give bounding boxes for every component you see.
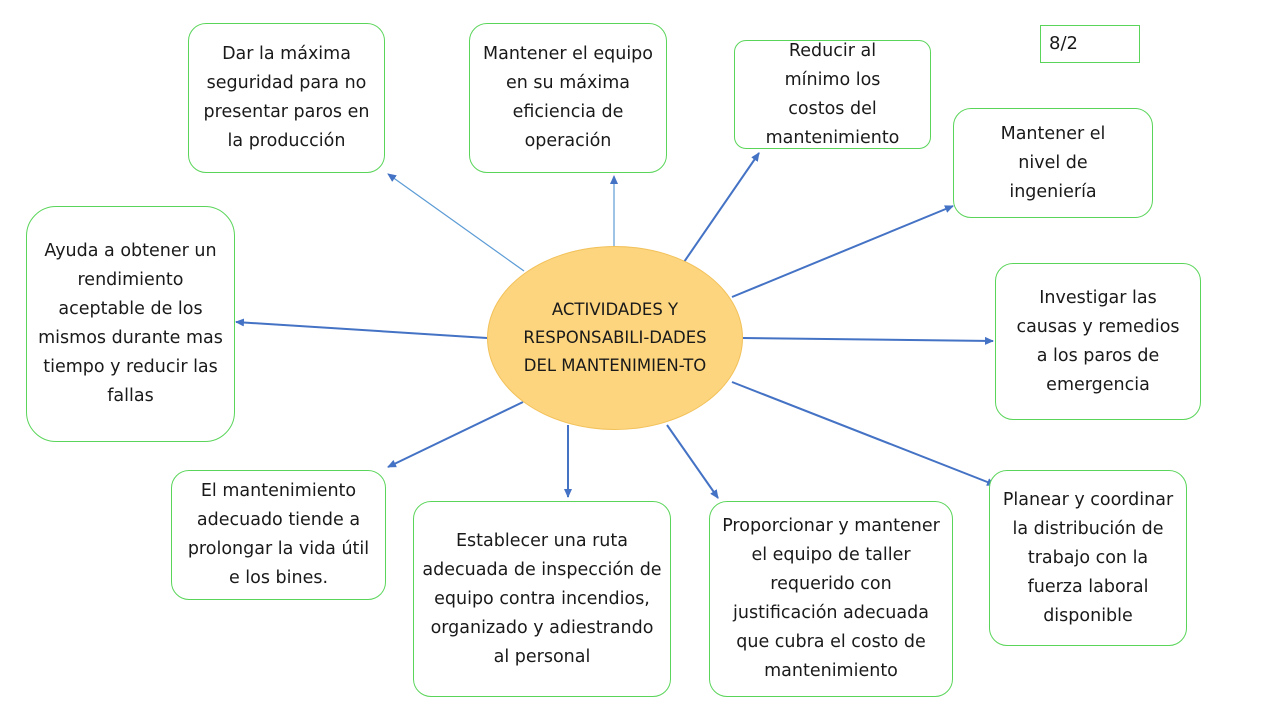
node-text: Dar la máxima seguridad para no presenta… <box>203 44 370 151</box>
node-investigar: Investigar las causas y remedios a los p… <box>995 263 1201 420</box>
page-number: 8/2 <box>1040 25 1140 63</box>
node-text: Mantener el nivel de ingeniería <box>1000 123 1106 202</box>
node-planear: Planear y coordinar la distribución de t… <box>989 470 1187 646</box>
node-vida: El mantenimiento adecuado tiende a prolo… <box>171 470 386 600</box>
node-text: Investigar las causas y remedios a los p… <box>1016 287 1180 395</box>
node-ruta: Establecer una ruta adecuada de inspecci… <box>413 501 671 697</box>
node-text: Ayuda a obtener un rendimiento aceptable… <box>38 241 223 406</box>
node-text: El mantenimiento adecuado tiende a prolo… <box>187 481 370 588</box>
node-seguridad: Dar la máxima seguridad para no presenta… <box>188 23 385 173</box>
arrow-to-planear <box>731 381 996 486</box>
central-topic: ACTIVIDADES Y RESPONSABILI-DADES DEL MAN… <box>487 246 743 430</box>
node-text: Reducir al mínimo los costos del manteni… <box>765 40 900 148</box>
arrow-to-seguridad <box>387 173 525 272</box>
node-rendimiento: Ayuda a obtener un rendimiento aceptable… <box>26 206 235 442</box>
node-costos: Reducir al mínimo los costos del manteni… <box>734 40 931 149</box>
node-ingenieria: Mantener el nivel de ingeniería <box>953 108 1153 218</box>
arrow-to-taller <box>666 424 719 499</box>
arrow-to-investigar <box>742 336 994 345</box>
arrow-to-costos <box>683 152 760 263</box>
arrow-to-vida <box>387 401 524 468</box>
arrow-to-rendimiento <box>235 318 488 339</box>
arrow-to-ingenieria <box>731 205 954 298</box>
central-topic-text: ACTIVIDADES Y RESPONSABILI-DADES DEL MAN… <box>523 300 707 375</box>
node-taller: Proporcionar y mantener el equipo de tal… <box>709 501 953 697</box>
node-text: Proporcionar y mantener el equipo de tal… <box>722 516 940 681</box>
node-eficiencia: Mantener el equipo en su máxima eficienc… <box>469 23 667 173</box>
node-text: Planear y coordinar la distribución de t… <box>1002 489 1174 626</box>
node-text: Establecer una ruta adecuada de inspecci… <box>422 530 662 667</box>
node-text: Mantener el equipo en su máxima eficienc… <box>483 44 653 151</box>
